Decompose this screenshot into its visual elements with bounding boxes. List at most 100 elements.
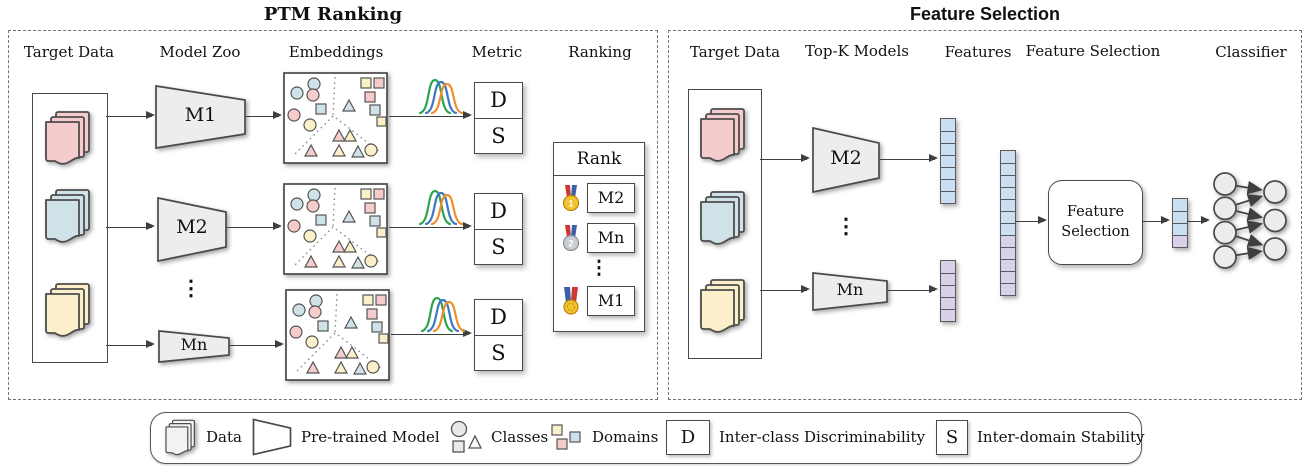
col-metric: Metric (471, 43, 523, 61)
rank-model: M1 (587, 285, 635, 316)
vector-cell (1173, 235, 1187, 247)
vector-cell (941, 143, 955, 155)
legend-label: Classes (491, 428, 549, 446)
vector-cell (941, 155, 955, 167)
vector-cell (1001, 187, 1015, 199)
pretrained-model-icon (252, 418, 292, 456)
legend-item-domains: Domains (551, 416, 658, 458)
col-topk-models: Top-K Models (805, 42, 909, 60)
vector-cell (941, 273, 955, 285)
data-stack-yellow-icon (698, 278, 748, 334)
rank-model: M2 (587, 182, 635, 213)
sports-medal-icon (563, 286, 579, 315)
legend-item-discriminability: D Inter-class Discriminability (666, 416, 925, 458)
data-stack-yellow-icon (43, 282, 93, 338)
col-classifier: Classifier (1215, 43, 1287, 61)
arrow (227, 222, 282, 231)
model-m1-trapezoid: M1 (155, 85, 246, 149)
topk-model-m2-label: M2 (830, 147, 862, 169)
feature-vector-combined (1000, 150, 1016, 296)
vector-cell (941, 297, 955, 309)
col-features: Features (944, 43, 1012, 61)
arrow (1143, 216, 1170, 225)
classifier-node (1213, 172, 1237, 196)
rank-row-3: M1 (554, 282, 644, 319)
vector-cell (941, 179, 955, 191)
feature-selection-title: Feature Selection (909, 4, 1061, 24)
topk-models-ellipsis: ⋮ (835, 213, 857, 238)
feature-selection-panel (668, 30, 1302, 400)
medal-number: 2 (568, 238, 573, 248)
vector-cell (1001, 175, 1015, 187)
arrow (760, 285, 810, 294)
rank-row-1: 1 M2 (554, 179, 644, 216)
data-stack-blue-icon (43, 188, 93, 244)
feature-selection-box-label: Feature Selection (1061, 203, 1130, 240)
vector-cell (1001, 271, 1015, 283)
classifier-node (1213, 245, 1237, 269)
topk-model-m2-trapezoid: M2 (812, 126, 880, 194)
vector-cell (941, 131, 955, 143)
metric-s: S (475, 117, 522, 154)
medal-number: 1 (568, 198, 573, 208)
vector-cell (941, 191, 955, 203)
arrow (389, 222, 472, 231)
metric-d: D (490, 305, 507, 330)
arrow (1187, 216, 1210, 225)
model-mn-label: Mn (180, 335, 208, 354)
feature-vector-selected (1172, 198, 1188, 248)
gold-medal-icon: 1 (562, 184, 580, 211)
feature-vector-mn (940, 260, 956, 322)
metric-box-3: D S (474, 299, 523, 371)
col-target-data-2: Target Data (689, 43, 781, 61)
classifier-node (1213, 220, 1237, 245)
vector-cell (941, 285, 955, 297)
vector-cell (941, 261, 955, 273)
legend-label: Pre-trained Model (301, 428, 440, 446)
arrow (1015, 216, 1047, 225)
vector-cell (941, 309, 955, 321)
metric-d: D (490, 199, 507, 224)
vector-cell (1001, 283, 1015, 295)
rank-row-2: 2 Mn (554, 219, 644, 256)
arrow (246, 111, 282, 120)
vector-cell (1001, 235, 1015, 247)
vector-cell (941, 167, 955, 179)
vector-cell (1173, 211, 1187, 223)
embeddings-scatter-2 (283, 183, 388, 275)
metric-s: S (475, 334, 522, 371)
models-ellipsis: ⋮ (180, 275, 202, 300)
distribution-curves-icon (416, 73, 472, 117)
legend-s-symbol: S (936, 419, 968, 455)
legend-item-stability: S Inter-domain Stability (936, 416, 1145, 458)
legend (150, 412, 1142, 464)
vector-cell (1001, 151, 1015, 163)
topk-model-mn-label: Mn (836, 280, 864, 299)
data-stack-pink-icon (698, 107, 748, 163)
vector-cell (1001, 199, 1015, 211)
arrow (106, 340, 155, 349)
legend-item-classes: Classes (449, 416, 548, 458)
classes-icon (450, 420, 482, 453)
vector-cell (941, 119, 955, 131)
data-stack-pink-icon (43, 110, 93, 166)
metric-box-2: D S (474, 193, 523, 265)
legend-item-model: Pre-trained Model (252, 416, 440, 458)
vector-cell (1001, 163, 1015, 175)
ptm-ranking-title: PTM Ranking (263, 4, 403, 25)
distribution-curves-icon (416, 184, 472, 228)
col-feature-selection: Feature Selection (1025, 42, 1161, 60)
model-m2-trapezoid: M2 (157, 196, 227, 263)
col-ranking: Ranking (568, 43, 632, 61)
arrow (230, 340, 284, 349)
arrow (389, 111, 472, 120)
vector-cell (1001, 259, 1015, 271)
rank-table: Rank 1 M2 2 Mn ⋮ (553, 142, 645, 332)
classifier-node (1213, 196, 1237, 221)
data-stack-icon (164, 419, 197, 456)
rank-header: Rank (554, 143, 644, 176)
legend-label: Inter-class Discriminability (719, 428, 926, 446)
classifier-node (1263, 180, 1287, 204)
col-target-data: Target Data (23, 43, 115, 61)
